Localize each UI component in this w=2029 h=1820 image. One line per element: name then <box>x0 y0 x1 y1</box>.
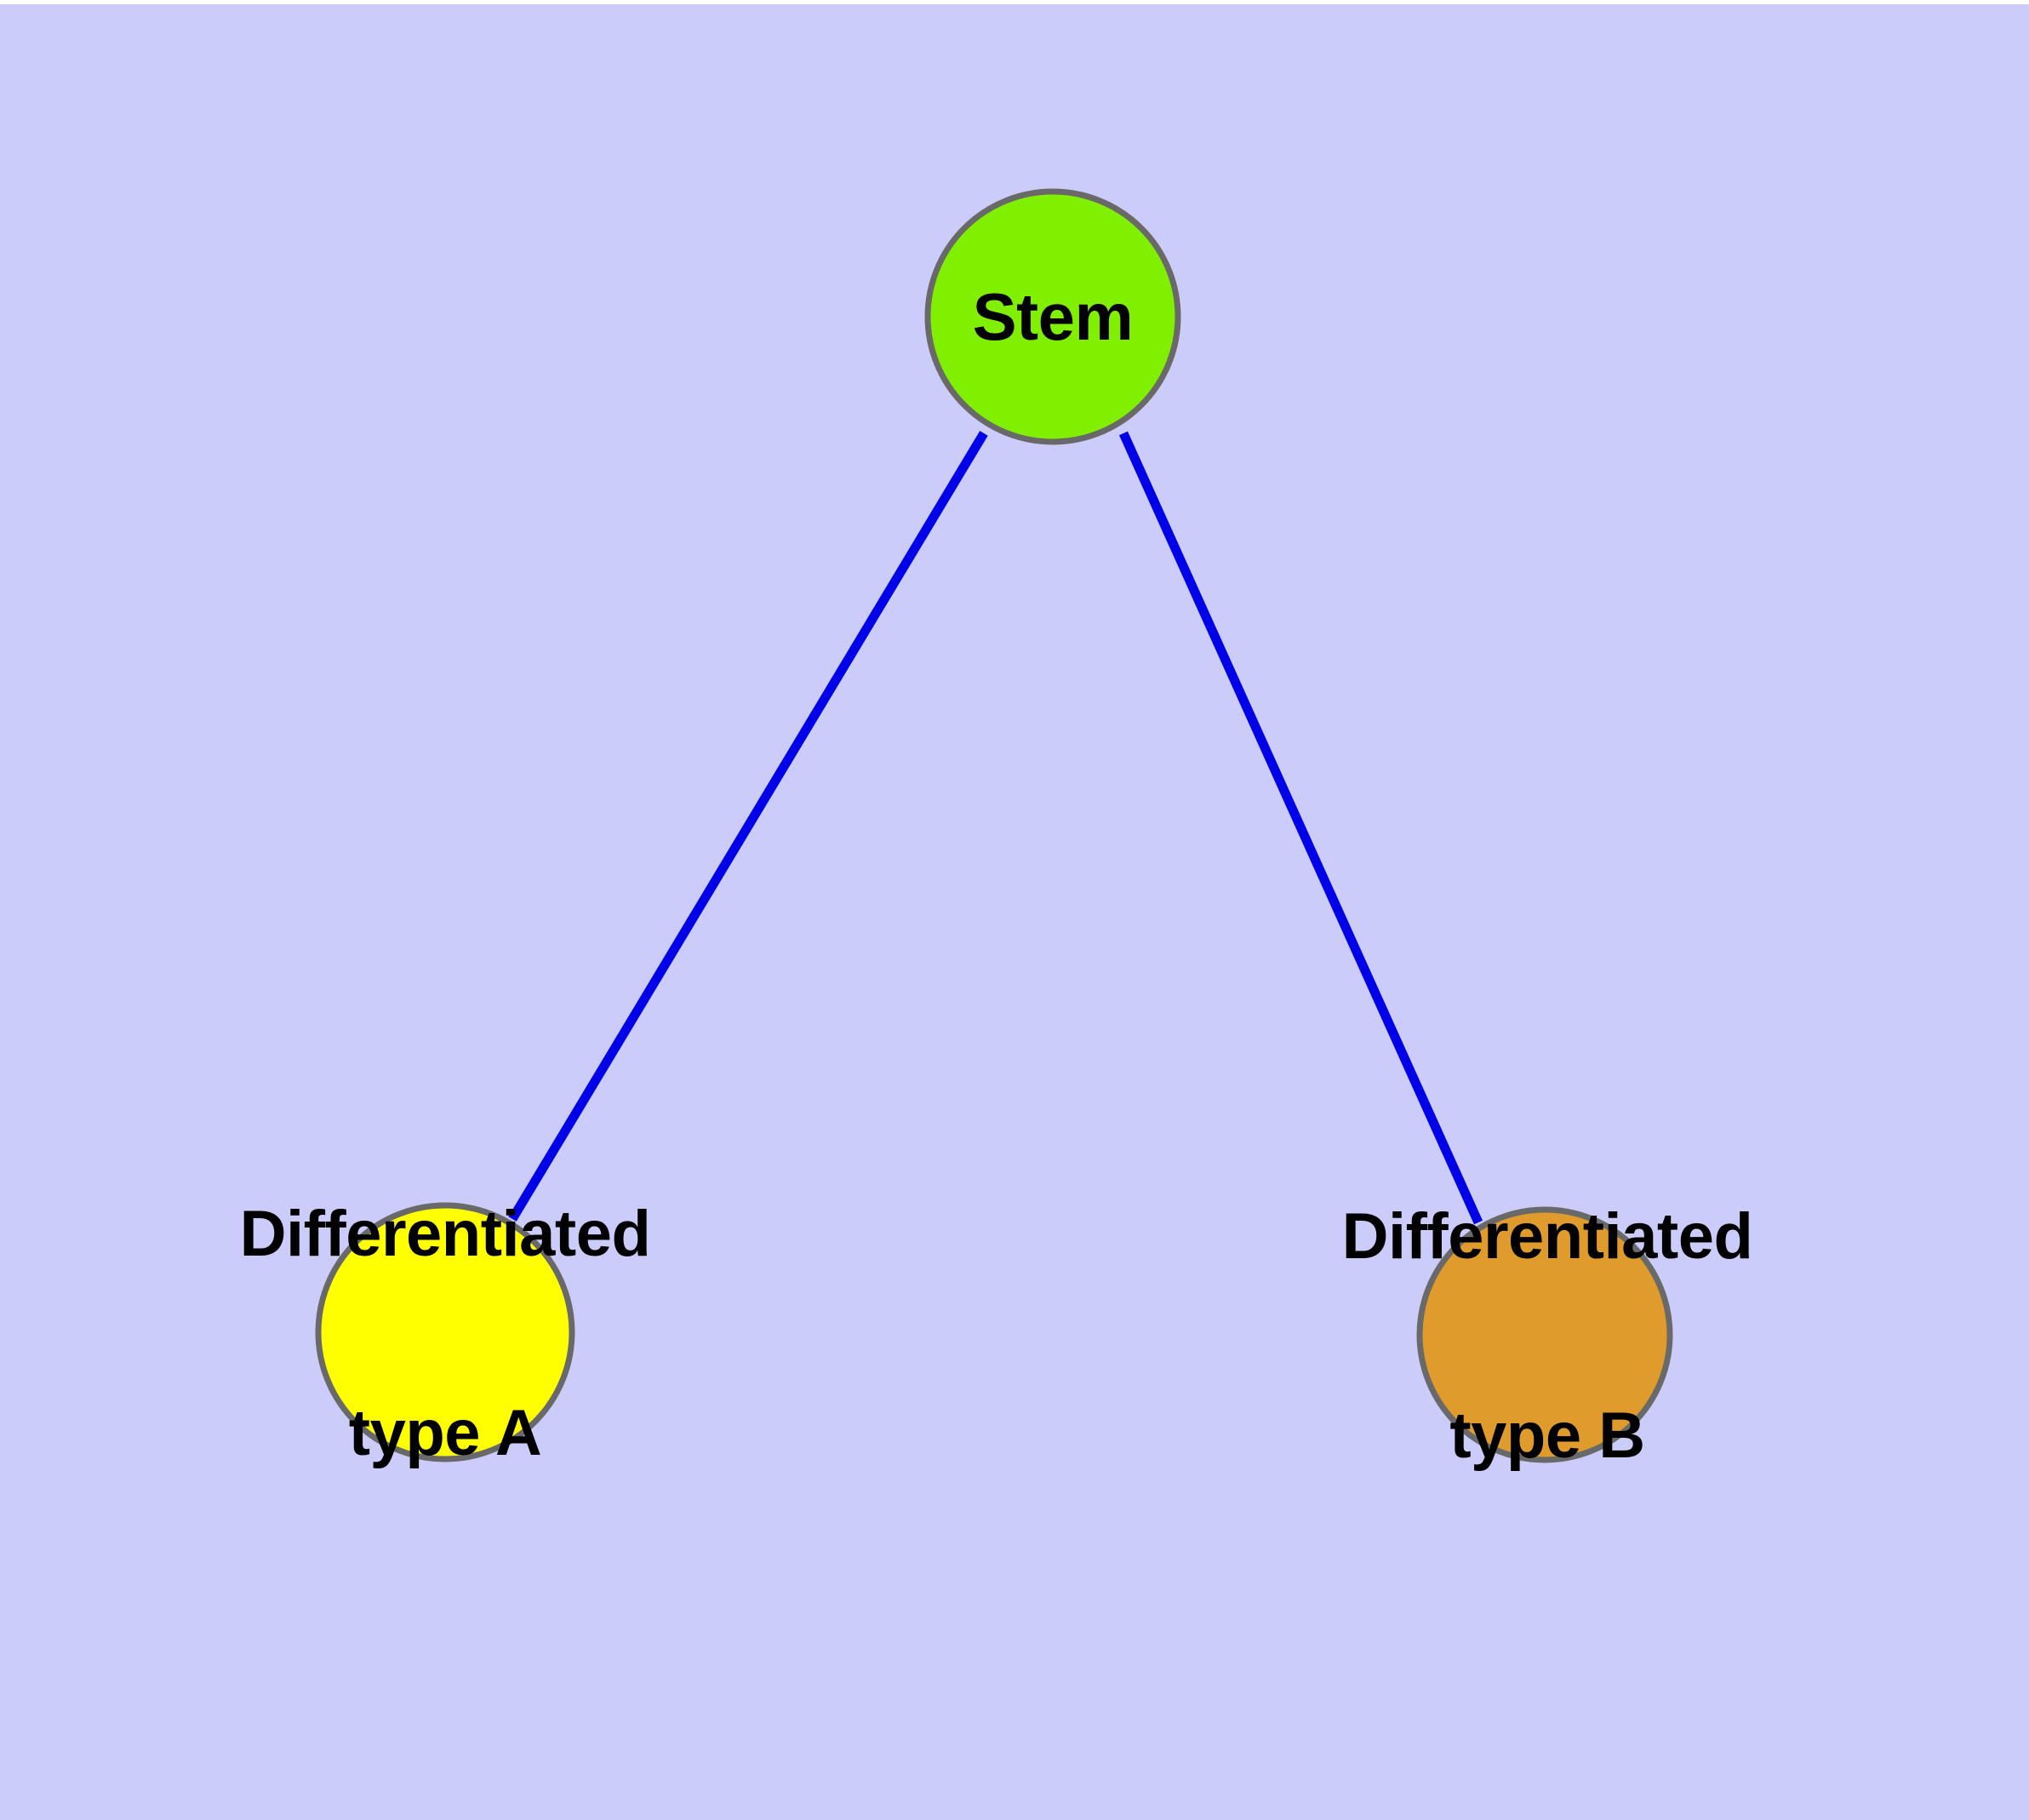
node-differentiated-type-b[interactable] <box>1416 1206 1673 1463</box>
node-differentiated-type-a[interactable] <box>315 1202 575 1462</box>
edge-stem-to-differentiated-type-b[interactable] <box>1118 431 1483 1225</box>
node-stem[interactable] <box>924 188 1181 445</box>
node-layer <box>315 188 1673 1463</box>
edge-stem-to-differentiated-type-a[interactable] <box>508 431 988 1222</box>
edge-layer <box>508 431 1483 1225</box>
